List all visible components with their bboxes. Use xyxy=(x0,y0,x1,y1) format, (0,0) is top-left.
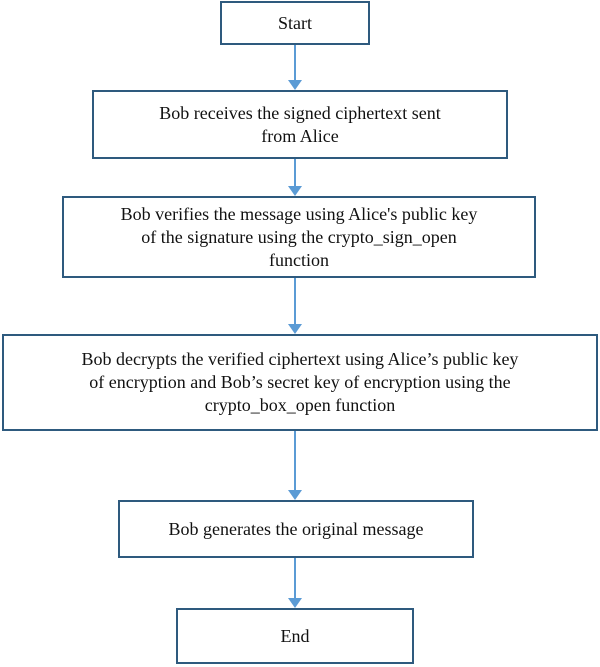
start-label: Start xyxy=(278,12,312,33)
step-decrypt-ciphertext: Bob decrypts the verified ciphertext usi… xyxy=(2,334,598,431)
step-generate-message: Bob generates the original message xyxy=(118,500,474,558)
step-generate-label: Bob generates the original message xyxy=(168,518,424,539)
step-verify-line-3: function xyxy=(268,249,329,270)
step-decrypt-line-2: of encryption and Bob’s secret key of en… xyxy=(89,372,511,392)
arrow-step1-to-step2 xyxy=(287,159,303,196)
step-decrypt-line-1: Bob decrypts the verified ciphertext usi… xyxy=(81,349,519,369)
step-verify-line-2: of the signature using the crypto_sign_o… xyxy=(141,226,457,247)
start-node: Start xyxy=(220,1,370,45)
end-node: End xyxy=(176,608,414,664)
end-label: End xyxy=(280,625,310,646)
arrow-start-to-step1 xyxy=(287,45,303,90)
arrow-step4-to-end xyxy=(287,558,303,608)
step-receive-ciphertext: Bob receives the signed ciphertext sent … xyxy=(92,90,508,159)
step-receive-line-1: Bob receives the signed ciphertext sent xyxy=(159,102,441,123)
step-verify-signature: Bob verifies the message using Alice's p… xyxy=(62,196,536,278)
step-verify-line-1: Bob verifies the message using Alice's p… xyxy=(120,203,478,224)
arrow-step2-to-step3 xyxy=(287,278,303,334)
step-decrypt-line-3: crypto_box_open function xyxy=(204,395,396,415)
arrow-step3-to-step4 xyxy=(287,431,303,500)
step-receive-line-2: from Alice xyxy=(261,125,339,146)
